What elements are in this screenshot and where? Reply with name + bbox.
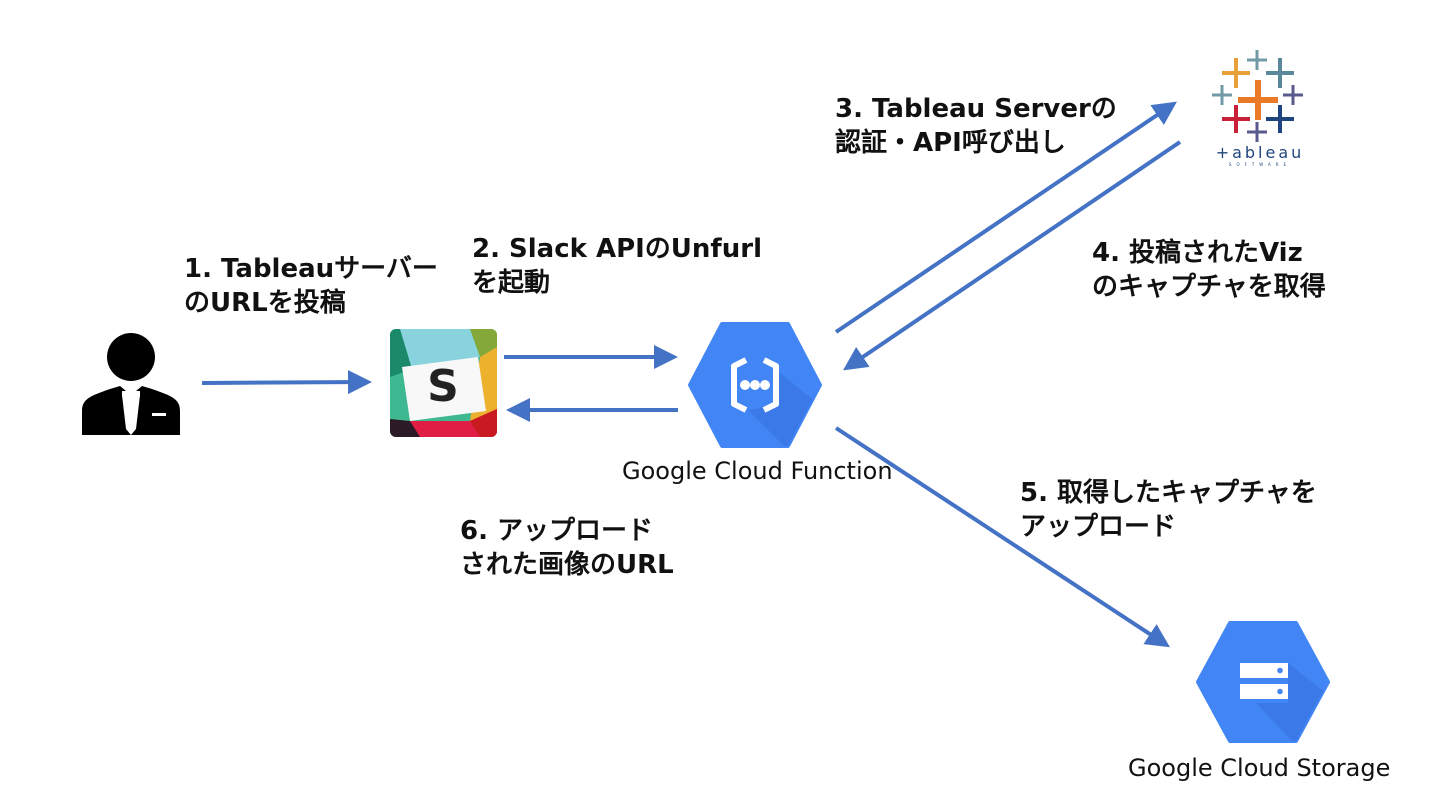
slack-logo-icon: S [390, 329, 497, 437]
step-6-line-2: された画像のURL [460, 550, 674, 580]
slack-glyph: S [427, 361, 459, 412]
arrow-step-3 [834, 101, 1177, 334]
cloud-function-caption: Google Cloud Function [622, 457, 893, 485]
step-3-line-2: 認証・API呼び出し [835, 128, 1066, 158]
step-2-label: 2. Slack APIのUnfurl を起動 [472, 232, 762, 300]
step-5-label: 5. 取得したキャプチャを アップロード [1020, 476, 1317, 544]
arrow-step-4 [843, 140, 1182, 371]
step-3-label: 3. Tableau Serverの 認証・API呼び出し [835, 92, 1117, 160]
tableau-logo-icon: +ableau SOFTWARE [1212, 50, 1305, 167]
arrow-step-1 [201, 370, 372, 395]
step-6-label: 6. アップロード された画像のURL [460, 514, 674, 582]
cloud-functions-icon [688, 322, 822, 448]
step-2-line-1: 2. Slack APIのUnfurl [472, 234, 762, 264]
cloud-storage-icon [1196, 621, 1330, 743]
cloud-storage-caption: Google Cloud Storage [1128, 754, 1391, 782]
tableau-wordmark: +ableau [1216, 143, 1305, 162]
step-1-line-1: 1. Tableauサーバー [184, 254, 438, 284]
step-5-line-1: 5. 取得したキャプチャを [1020, 478, 1317, 508]
step-5-line-2: アップロード [1020, 512, 1177, 542]
step-4-line-1: 4. 投稿されたViz [1092, 238, 1303, 268]
tableau-software-text: SOFTWARE [1229, 162, 1291, 167]
arrow-step-5 [834, 426, 1171, 648]
step-3-line-1: 3. Tableau Serverの [835, 94, 1117, 124]
person-icon [82, 333, 180, 435]
step-1-label: 1. Tableauサーバー のURLを投稿 [184, 252, 438, 320]
step-6-line-1: 6. アップロード [460, 516, 654, 546]
step-1-line-2: のURLを投稿 [184, 288, 346, 318]
step-4-label: 4. 投稿されたViz のキャプチャを取得 [1092, 236, 1326, 304]
step-4-line-2: のキャプチャを取得 [1092, 272, 1326, 302]
step-2-line-2: を起動 [472, 268, 551, 298]
